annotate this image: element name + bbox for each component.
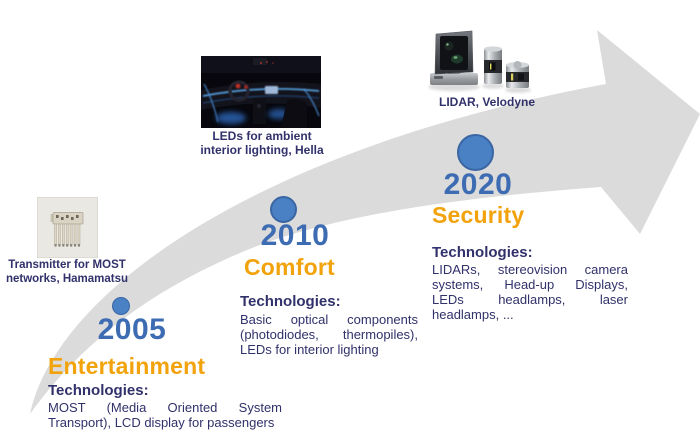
most-transmitter-photo xyxy=(37,197,98,258)
timeline-dot-2005 xyxy=(112,297,130,315)
tech-body-2020: LIDARs, stereovision camera systems, Hea… xyxy=(432,262,628,322)
category-security: Security xyxy=(432,202,525,228)
timeline-dot-2020 xyxy=(457,134,494,171)
caption-ambient-lighting: LEDs for ambient interior lighting, Hell… xyxy=(200,129,324,157)
year-2010: 2010 xyxy=(260,219,330,252)
timeline-dot-2010 xyxy=(270,196,297,223)
year-2020: 2020 xyxy=(443,168,513,201)
tech-body-2010: Basic optical components (photodiodes, t… xyxy=(240,312,418,357)
category-entertainment: Entertainment xyxy=(48,353,206,379)
tech-label-2010: Technologies: xyxy=(240,293,341,310)
car-ambient-lighting-photo xyxy=(201,56,321,128)
growth-arrow-shape xyxy=(30,30,700,414)
caption-most-transmitter: Transmitter for MOST networks, Hamamatsu xyxy=(5,259,129,285)
year-2005: 2005 xyxy=(97,313,167,346)
category-comfort: Comfort xyxy=(244,254,335,280)
tech-label-2005: Technologies: xyxy=(48,382,149,399)
velodyne-lidar-photo xyxy=(428,26,533,98)
tech-body-2005: MOST (Media Oriented System Transport), … xyxy=(48,400,282,430)
tech-label-2020: Technologies: xyxy=(432,244,533,261)
caption-lidar-velodyne: LIDAR, Velodyne xyxy=(438,95,536,109)
